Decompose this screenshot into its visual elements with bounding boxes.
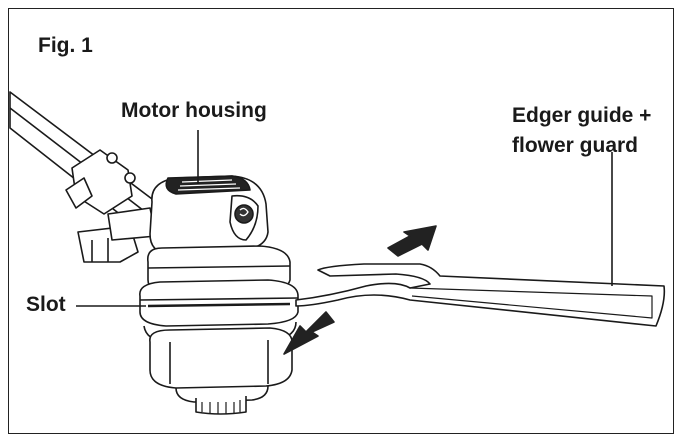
motor-housing-label: Motor housing bbox=[121, 99, 267, 122]
edger-guide-label-line2: flower guard bbox=[512, 134, 639, 157]
spool-assembly bbox=[139, 279, 299, 415]
leader-lines bbox=[76, 130, 613, 307]
arrow-down-icon bbox=[283, 311, 335, 355]
edger-guide-label: Edger guide + flower guard bbox=[512, 101, 651, 161]
direction-arrows bbox=[283, 225, 437, 355]
arrow-up-icon bbox=[387, 225, 437, 257]
figure-title: Fig. 1 bbox=[38, 34, 93, 57]
motor-housing bbox=[146, 175, 291, 295]
edger-guide-label-line1: Edger guide + bbox=[512, 104, 652, 127]
slot-label: Slot bbox=[26, 293, 66, 316]
shaft-bracket bbox=[65, 149, 157, 263]
edger-guide bbox=[295, 263, 666, 327]
slot-groove bbox=[147, 302, 291, 308]
